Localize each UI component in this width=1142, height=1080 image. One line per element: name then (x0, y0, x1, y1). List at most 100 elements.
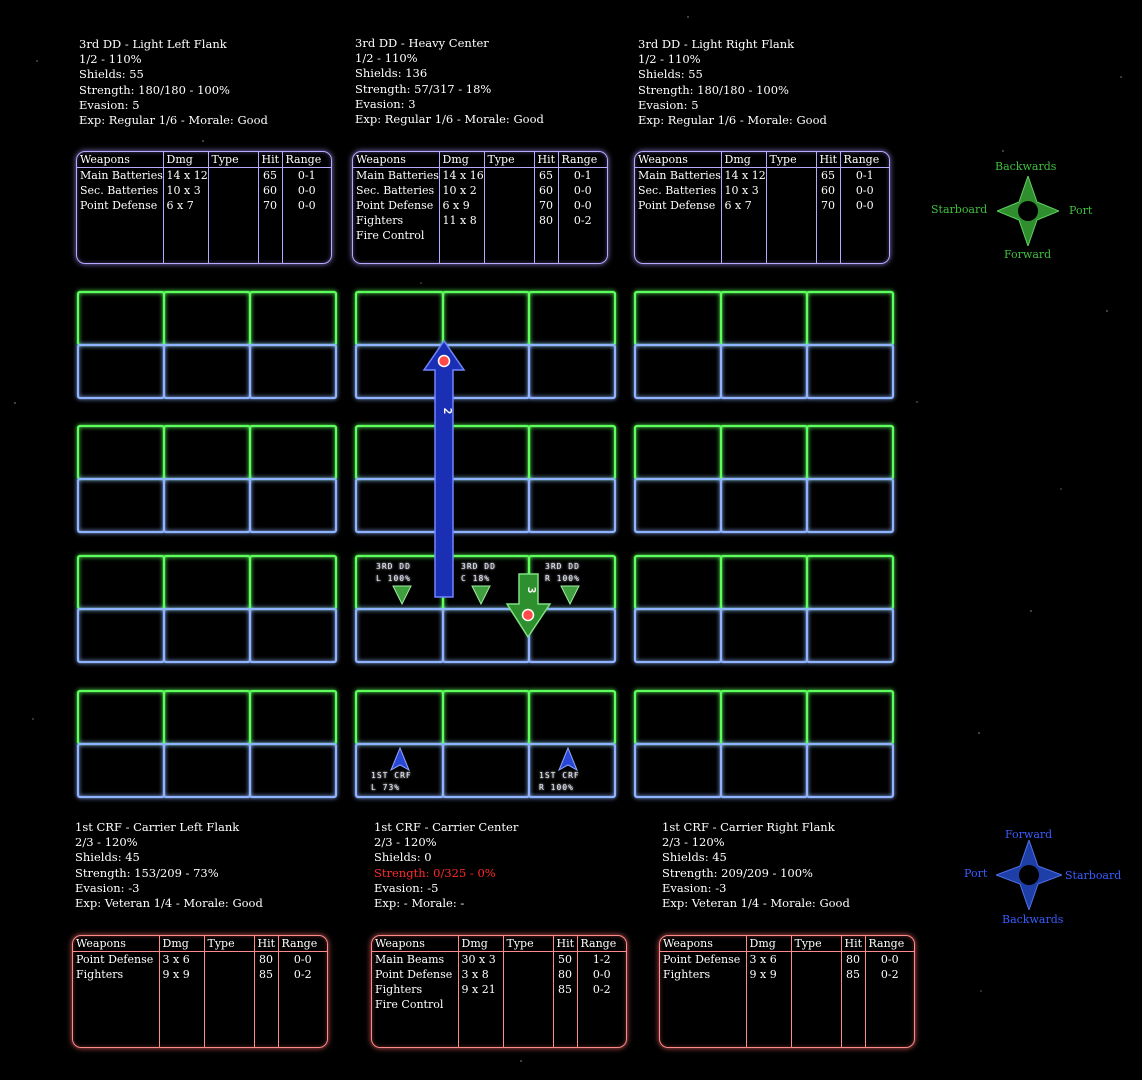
grid-cell[interactable] (805, 554, 895, 611)
unit-stat: 1/2 - 110% (79, 52, 142, 67)
unit-marker-crf-right[interactable] (557, 746, 579, 772)
unit-stat: 2/3 - 120% (662, 835, 725, 850)
grid-cell[interactable] (719, 742, 809, 799)
grid-cell[interactable] (805, 290, 895, 347)
grid-cell[interactable] (441, 290, 531, 347)
grid-cell[interactable] (805, 343, 895, 400)
grid-cell[interactable] (162, 554, 252, 611)
grid-cell[interactable] (76, 689, 166, 746)
grid-cell[interactable] (719, 424, 809, 481)
grid-cell[interactable] (162, 424, 252, 481)
grid-cell[interactable] (633, 343, 723, 400)
grid-cell[interactable] (354, 477, 445, 534)
grid-cell[interactable] (162, 343, 252, 400)
compass-label-top: Backwards (995, 160, 1057, 173)
grid-cell[interactable] (805, 689, 895, 746)
weapon-type (483, 167, 534, 263)
grid-cell[interactable] (354, 424, 445, 481)
grid-cell[interactable] (527, 477, 617, 534)
unit-stat: 2/3 - 120% (374, 835, 437, 850)
unit-stat: Evasion: 5 (638, 97, 699, 112)
grid-cell[interactable] (719, 477, 809, 534)
header-range: Range (839, 152, 889, 168)
grid-cell[interactable] (162, 290, 252, 347)
grid-cell[interactable] (248, 689, 338, 746)
grid-cell[interactable] (162, 689, 252, 746)
grid-cell[interactable] (633, 290, 723, 347)
grid-cell[interactable] (441, 343, 531, 400)
unit-name: 3rd DD - Heavy Center (355, 36, 489, 50)
grid-cell[interactable] (76, 343, 166, 400)
grid-cell[interactable] (719, 689, 809, 746)
grid-cell[interactable] (633, 607, 723, 664)
unit-stat: Shields: 55 (638, 67, 703, 82)
grid-cell[interactable] (248, 554, 338, 611)
grid-cell[interactable] (719, 607, 809, 664)
grid-cell[interactable] (719, 343, 809, 400)
move-arrow-green: 3 (505, 573, 552, 639)
grid-cell[interactable] (441, 689, 531, 746)
grid-cell[interactable] (162, 477, 252, 534)
unit-stat: Evasion: -5 (374, 880, 439, 895)
grid-cell[interactable] (719, 554, 809, 611)
grid-cell[interactable] (633, 424, 723, 481)
grid-cell[interactable] (805, 607, 895, 664)
grid-cell[interactable] (805, 742, 895, 799)
grid-cell[interactable] (248, 343, 338, 400)
grid-cell[interactable] (527, 290, 617, 347)
grid-cell[interactable] (248, 477, 338, 534)
unit-stat: Exp: Veteran 1/4 - Morale: Good (75, 896, 263, 911)
unit-marker-dd-left[interactable] (392, 585, 412, 606)
grid-cell[interactable] (76, 554, 166, 611)
weapon-type (790, 951, 841, 1047)
grid-cell[interactable] (527, 742, 617, 799)
grid-cell[interactable] (805, 424, 895, 481)
grid-cell[interactable] (805, 477, 895, 534)
unit-info-friendly-left: 3rd DD - Light Left Flank 1/2 - 110% Shi… (79, 37, 268, 128)
header-hit: Hit (552, 936, 577, 952)
grid-cell[interactable] (76, 424, 166, 481)
grid-cell[interactable] (76, 290, 166, 347)
grid-cell[interactable] (633, 554, 723, 611)
grid-cell[interactable] (248, 290, 338, 347)
grid-cell[interactable] (248, 742, 338, 799)
grid-cell[interactable] (354, 689, 445, 746)
grid-cell[interactable] (633, 742, 723, 799)
unit-marker-crf-left[interactable] (389, 746, 411, 772)
grid-cell[interactable] (527, 343, 617, 400)
grid-cell[interactable] (162, 742, 252, 799)
grid-cell[interactable] (719, 290, 809, 347)
unit-name: 1st CRF - Carrier Center (374, 820, 519, 834)
grid-cell[interactable] (354, 607, 445, 664)
weapon-type (207, 167, 258, 263)
grid-cell[interactable] (633, 477, 723, 534)
grid-cell[interactable] (527, 689, 617, 746)
weapon-type (502, 951, 553, 1047)
grid-cell[interactable] (76, 477, 166, 534)
grid-cell[interactable] (354, 343, 445, 400)
unit-info-enemy-center: 1st CRF - Carrier Center 2/3 - 120% Shie… (374, 820, 518, 911)
grid-cell[interactable] (633, 689, 723, 746)
grid-cell[interactable] (76, 742, 166, 799)
unit-marker-dd-center[interactable] (471, 585, 491, 606)
grid-cell[interactable] (441, 742, 531, 799)
grid-cell[interactable] (441, 424, 531, 481)
weapons-table-friendly-right: Weapons Dmg Type Hit Range Main Batterie… (634, 151, 890, 264)
grid-cell[interactable] (354, 290, 445, 347)
grid-cell[interactable] (248, 607, 338, 664)
unit-marker-dd-right[interactable] (560, 585, 580, 606)
grid-cell[interactable] (76, 607, 166, 664)
grid-cell[interactable] (441, 477, 531, 534)
grid-cell[interactable] (527, 424, 617, 481)
unit-stat: 1/2 - 110% (638, 52, 701, 67)
grid-cell[interactable] (248, 424, 338, 481)
grid-cell[interactable] (162, 607, 252, 664)
header-range: Range (277, 936, 327, 952)
